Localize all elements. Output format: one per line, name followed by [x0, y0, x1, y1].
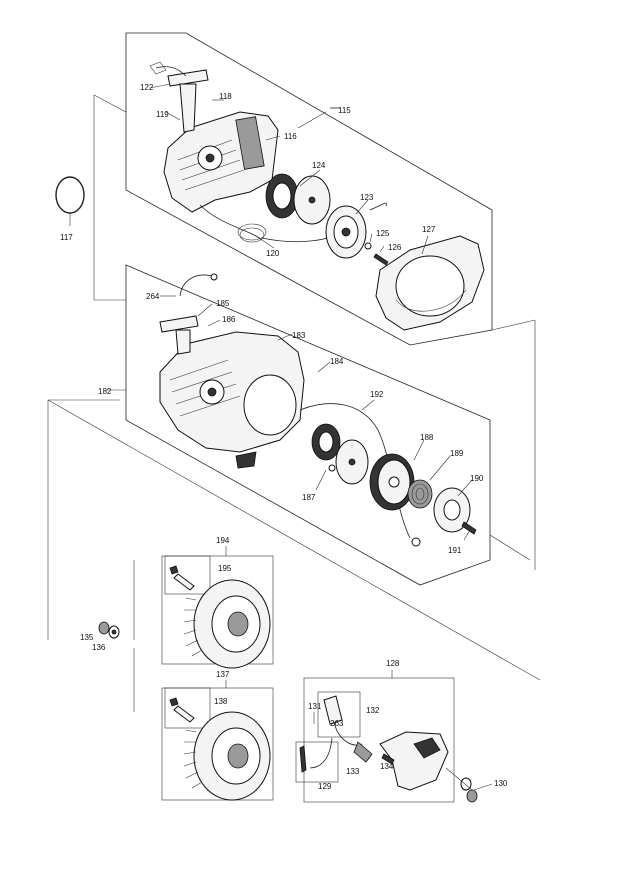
- label-183: 183: [292, 331, 306, 340]
- spring-124: [265, 173, 331, 225]
- label-132: 132: [366, 706, 380, 715]
- label-191: 191: [448, 546, 462, 555]
- label-194: 194: [216, 536, 230, 545]
- label-138: 138: [214, 697, 228, 706]
- label-119: 119: [156, 110, 169, 119]
- o-ring-117: [55, 176, 85, 226]
- upper-starter-panel: [93, 32, 536, 570]
- label-134: 134: [380, 762, 394, 771]
- spring-189: [407, 479, 433, 509]
- label-129: 129: [318, 782, 332, 791]
- pulley-188: [369, 453, 415, 511]
- label-185: 185: [216, 299, 230, 308]
- spring-187: [311, 423, 369, 485]
- label-123: 123: [360, 193, 374, 202]
- label-130: 130: [494, 779, 508, 788]
- ignition-coil-128-box: [295, 670, 478, 803]
- label-136: 136: [92, 643, 106, 652]
- label-264: 264: [146, 292, 160, 301]
- label-184: 184: [330, 357, 344, 366]
- label-195: 195: [218, 564, 232, 573]
- label-182: 182: [98, 387, 112, 396]
- label-116: 116: [284, 132, 297, 141]
- cap-190-screw-191: [433, 487, 477, 535]
- label-190: 190: [470, 474, 484, 483]
- label-188: 188: [420, 433, 434, 442]
- part-labels: 115 116 117 118 119 120 122 123 124 125 …: [60, 83, 508, 791]
- middle-housing-illustration: [159, 331, 305, 469]
- label-131: 131: [308, 702, 322, 711]
- flywheel-137-box: [161, 687, 274, 801]
- label-117: 117: [60, 233, 73, 242]
- screw-125-126: [364, 242, 389, 266]
- flywheel-section-lines: [47, 399, 541, 712]
- upper-housing-illustration: [163, 111, 279, 241]
- label-124: 124: [312, 161, 326, 170]
- label-189: 189: [450, 449, 464, 458]
- label-263: 263: [330, 719, 344, 728]
- label-187: 187: [302, 493, 316, 502]
- upper-handle-illustration: [149, 61, 209, 133]
- label-115: 115: [338, 106, 351, 115]
- label-127: 127: [422, 225, 436, 234]
- cover-127: [375, 235, 485, 331]
- label-192: 192: [370, 390, 384, 399]
- label-122: 122: [140, 83, 154, 92]
- label-126: 126: [388, 243, 402, 252]
- label-118: 118: [219, 92, 232, 101]
- label-128: 128: [386, 659, 400, 668]
- washers-135-136: [98, 621, 120, 639]
- middle-handle-illustration: [159, 273, 218, 355]
- label-137: 137: [216, 670, 230, 679]
- flywheel-194-box: [161, 555, 274, 669]
- leader-lines: [149, 83, 493, 791]
- label-135: 135: [80, 633, 94, 642]
- label-125: 125: [376, 229, 390, 238]
- pulley-123: [325, 205, 367, 259]
- rope-192: [299, 403, 421, 547]
- middle-starter-panel: [106, 264, 531, 586]
- label-133: 133: [346, 767, 360, 776]
- label-120: 120: [266, 249, 280, 258]
- label-186: 186: [222, 315, 236, 324]
